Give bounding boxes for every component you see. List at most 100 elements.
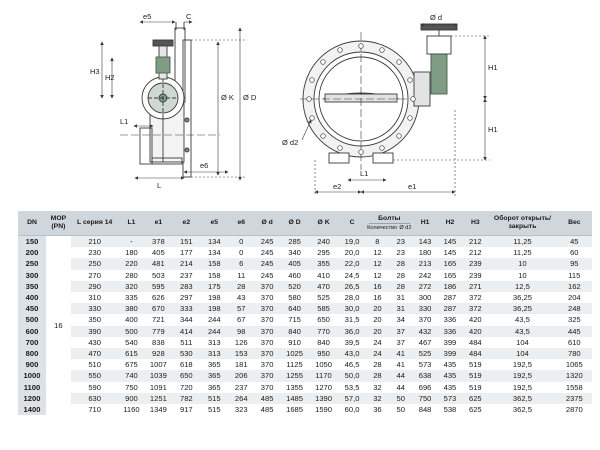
table-cell: 198 bbox=[200, 292, 229, 304]
table-cell: 16 bbox=[366, 292, 389, 304]
table-cell: 540 bbox=[118, 336, 145, 349]
table-cell: 390 bbox=[70, 325, 119, 337]
table-cell: 365 bbox=[200, 359, 229, 371]
table-cell: 50 bbox=[388, 404, 413, 416]
table-cell: 585 bbox=[309, 303, 339, 315]
dimensions-table: DN МОР (PN) L серия 14 L1 e1 e2 e5 e6 Ø … bbox=[18, 211, 592, 416]
header-D: Ø D bbox=[280, 211, 310, 236]
table-cell: 770 bbox=[309, 325, 339, 337]
table-cell: 1251 bbox=[144, 392, 173, 405]
cell-dn: 1100 bbox=[18, 381, 46, 393]
table-cell: 323 bbox=[228, 404, 255, 416]
label-k: Ø K bbox=[221, 93, 234, 102]
table-cell: 53,5 bbox=[338, 381, 367, 393]
table-cell: 1320 bbox=[556, 370, 592, 382]
table-cell: 710 bbox=[70, 404, 119, 416]
table-cell: 20 bbox=[366, 303, 389, 315]
table-cell: 1590 bbox=[309, 404, 339, 416]
table-cell: 297 bbox=[172, 292, 201, 304]
table-cell: 134 bbox=[200, 235, 229, 248]
header-bolts: Болты Количество Ø d2 bbox=[366, 211, 413, 236]
table-cell: 370 bbox=[254, 325, 281, 337]
table-cell: 1485 bbox=[280, 392, 310, 405]
table-cell: 41 bbox=[388, 348, 413, 360]
table-cell: 1255 bbox=[280, 370, 310, 382]
table-cell: 10 bbox=[488, 258, 557, 270]
table-cell: 511 bbox=[172, 336, 201, 349]
header-bolts-label: Болты bbox=[369, 215, 410, 224]
table-cell: 372 bbox=[462, 303, 489, 315]
table-cell: 485 bbox=[254, 392, 281, 405]
table-cell: 638 bbox=[412, 370, 438, 382]
table-cell: 519 bbox=[462, 381, 489, 393]
table-cell: 370 bbox=[254, 359, 281, 371]
table-cell: 399 bbox=[437, 348, 463, 360]
table-cell: 625 bbox=[462, 404, 489, 416]
cell-dn: 500 bbox=[18, 314, 46, 326]
table-cell: 1349 bbox=[144, 404, 173, 416]
table-cell: 26,5 bbox=[338, 280, 367, 293]
table-cell: 740 bbox=[118, 370, 145, 382]
table-cell: 6 bbox=[228, 258, 255, 270]
table-cell: 626 bbox=[144, 292, 173, 304]
table-cell: 510 bbox=[70, 359, 119, 371]
table-cell: 525 bbox=[412, 348, 438, 360]
table-cell: 181 bbox=[228, 359, 255, 371]
table-cell: 595 bbox=[144, 280, 173, 293]
table-cell: 340 bbox=[280, 247, 310, 259]
table-cell: 242 bbox=[412, 269, 438, 281]
table-cell: 420 bbox=[462, 314, 489, 326]
cell-dn: 900 bbox=[18, 359, 46, 371]
cell-dn: 350 bbox=[18, 280, 46, 293]
table-cell: 20 bbox=[366, 314, 389, 326]
table-cell: 250 bbox=[70, 258, 119, 270]
table-cell: 573 bbox=[437, 392, 463, 405]
table-cell: 336 bbox=[437, 314, 463, 326]
side-dimensions bbox=[100, 20, 246, 181]
table-cell: 590 bbox=[70, 381, 119, 393]
table-cell: 370 bbox=[254, 314, 281, 326]
table-cell: 280 bbox=[118, 269, 145, 281]
table-cell: 239 bbox=[462, 269, 489, 281]
table-cell: 245 bbox=[254, 247, 281, 259]
table-cell: 365 bbox=[200, 381, 229, 393]
table-cell: 28 bbox=[366, 359, 389, 371]
table-cell: 1125 bbox=[280, 359, 310, 371]
table-cell: 24 bbox=[366, 336, 389, 349]
header-bolts-d2: Ø d2 bbox=[399, 224, 412, 231]
header-mop: МОР (PN) bbox=[45, 211, 71, 236]
table-cell: 519 bbox=[462, 370, 489, 382]
table-cell: 378 bbox=[144, 235, 173, 248]
cell-dn: 250 bbox=[18, 258, 46, 270]
cell-dn: 800 bbox=[18, 348, 46, 360]
table-cell: 675 bbox=[118, 359, 145, 371]
table-cell: 2375 bbox=[556, 392, 592, 405]
table-cell: 230 bbox=[70, 247, 119, 259]
table-cell: 245 bbox=[254, 235, 281, 248]
table-cell: 60 bbox=[556, 247, 592, 259]
table-cell: 32 bbox=[366, 381, 389, 393]
header-c: C bbox=[338, 211, 367, 236]
label-l: L bbox=[157, 181, 161, 190]
table-cell: 1025 bbox=[280, 348, 310, 360]
label-h1-top: H1 bbox=[488, 63, 498, 72]
label-h1-bottom: H1 bbox=[488, 125, 498, 134]
side-handwheel bbox=[152, 39, 174, 47]
table-cell: 30,0 bbox=[338, 303, 367, 315]
front-view bbox=[300, 23, 458, 170]
cell-dn: 300 bbox=[18, 269, 46, 281]
table-cell: 550 bbox=[70, 370, 119, 382]
table-cell: 525 bbox=[309, 292, 339, 304]
table-cell: 23 bbox=[388, 235, 413, 248]
table-cell: 31,5 bbox=[338, 314, 367, 326]
table-cell: 335 bbox=[118, 292, 145, 304]
table-cell: 20,0 bbox=[338, 247, 367, 259]
table-cell: 287 bbox=[437, 292, 463, 304]
cell-dn: 1400 bbox=[18, 404, 46, 416]
table-cell: 484 bbox=[462, 336, 489, 349]
